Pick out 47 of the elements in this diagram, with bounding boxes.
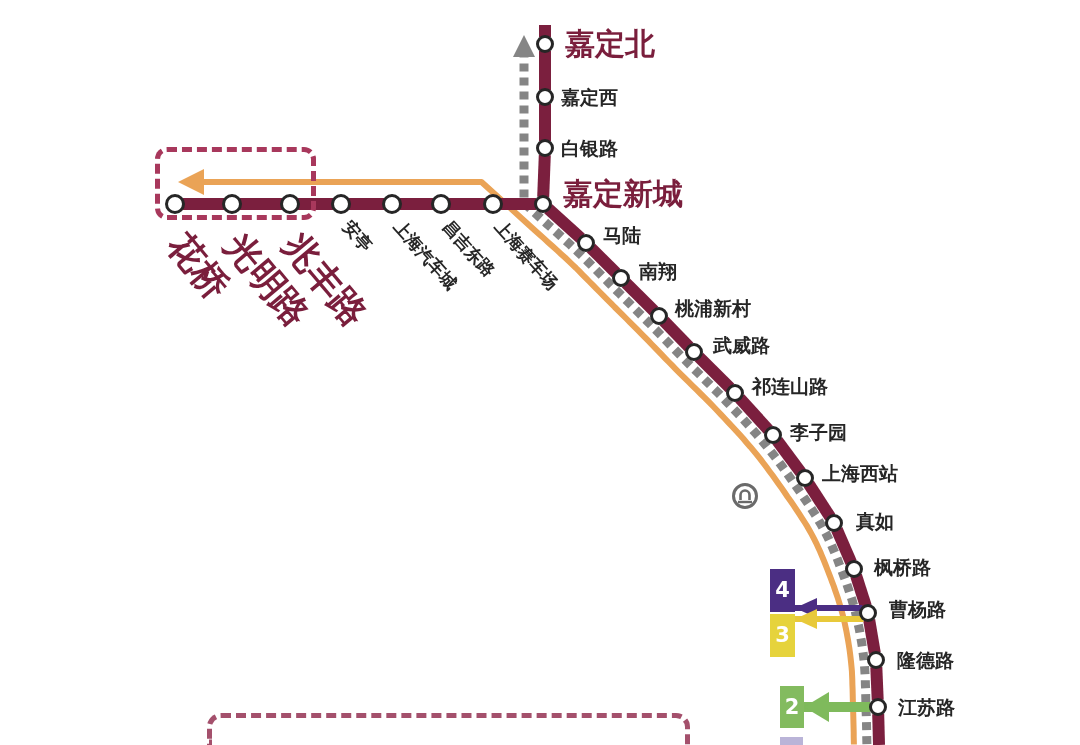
track-line <box>870 666 884 701</box>
track-line <box>831 527 857 565</box>
track-line <box>694 352 735 393</box>
route-arrow <box>178 169 857 745</box>
track-line <box>544 204 585 243</box>
station-name: 隆德路 <box>897 650 954 670</box>
dashed-frame <box>207 713 690 745</box>
track-line <box>735 394 773 434</box>
station-name: 李子园 <box>790 422 847 442</box>
track-line <box>621 278 659 316</box>
track-line <box>659 316 694 352</box>
station-name: 真如 <box>856 511 894 531</box>
line-number-badge: 4 <box>770 569 795 612</box>
station-name: 嘉定北 <box>565 29 655 59</box>
transfer-arrow <box>795 609 864 629</box>
line-number-badge: 3 <box>770 614 795 657</box>
track-line <box>349 198 384 210</box>
station-name: 白银路 <box>561 138 618 158</box>
station-name: 嘉定西 <box>561 87 618 107</box>
route-arrow <box>513 35 872 745</box>
station-name: 枫桥路 <box>874 557 931 577</box>
track-line <box>449 198 485 210</box>
track-line <box>586 243 621 278</box>
track-line <box>772 437 806 476</box>
track-line <box>863 618 881 655</box>
track-line <box>298 198 333 210</box>
track-line <box>400 198 433 210</box>
station-name: 武威路 <box>713 335 770 355</box>
station-name: 江苏路 <box>898 697 955 717</box>
track-line <box>539 51 551 90</box>
line-badge <box>780 737 803 745</box>
station-name: 祁连山路 <box>752 376 828 396</box>
track-line <box>872 713 885 745</box>
track-line <box>501 198 536 210</box>
track-line <box>539 104 551 141</box>
station-name: 桃浦新村 <box>675 298 751 318</box>
track-line <box>240 198 282 210</box>
station-name: 南翔 <box>639 261 677 281</box>
track-line <box>803 480 836 521</box>
line-number-badge: 2 <box>780 686 804 728</box>
transfer-arrow <box>804 692 871 722</box>
station-name: 嘉定新城 <box>563 179 683 209</box>
station-name: 上海西站 <box>822 463 898 483</box>
station-name: 马陆 <box>603 225 641 245</box>
track-line <box>537 154 551 198</box>
station-name: 安亭 <box>339 218 375 255</box>
station-name: 曹杨路 <box>889 599 946 619</box>
